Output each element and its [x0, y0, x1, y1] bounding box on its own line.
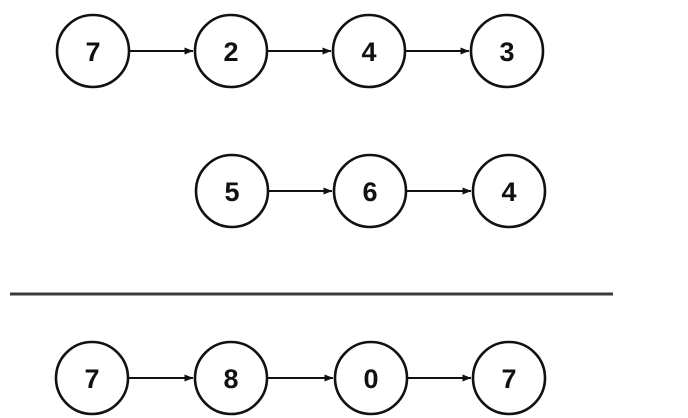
node-circle: [193, 340, 269, 416]
node-circle: [331, 13, 407, 89]
node-value-label: 7: [85, 37, 100, 67]
list-node[interactable]: 7: [54, 340, 130, 416]
list-node[interactable]: 3: [469, 13, 545, 89]
list-node[interactable]: 8: [193, 340, 269, 416]
node-value-label: 0: [363, 364, 378, 394]
list-node[interactable]: 5: [194, 153, 270, 229]
node-value-label: 4: [361, 37, 376, 67]
node-circle: [333, 340, 409, 416]
list-node[interactable]: 6: [332, 153, 408, 229]
nodes-layer: 7 2 4 3 5 6 4 7 8 0 7: [54, 13, 547, 416]
list-node[interactable]: 7: [471, 340, 547, 416]
node-value-label: 6: [362, 177, 377, 207]
node-circle: [194, 153, 270, 229]
list-node[interactable]: 7: [55, 13, 131, 89]
list-node[interactable]: 4: [471, 153, 547, 229]
node-circle: [193, 13, 269, 89]
node-circle: [54, 340, 130, 416]
node-circle: [332, 153, 408, 229]
node-value-label: 3: [499, 37, 514, 67]
edges-layer: [129, 47, 472, 382]
list-node[interactable]: 0: [333, 340, 409, 416]
node-circle: [471, 340, 547, 416]
node-value-label: 5: [224, 177, 239, 207]
node-value-label: 7: [501, 364, 516, 394]
list-node[interactable]: 4: [331, 13, 407, 89]
node-circle: [469, 13, 545, 89]
node-value-label: 7: [84, 364, 99, 394]
node-circle: [55, 13, 131, 89]
node-circle: [471, 153, 547, 229]
node-value-label: 8: [223, 364, 238, 394]
list-node[interactable]: 2: [193, 13, 269, 89]
node-value-label: 2: [223, 37, 238, 67]
node-value-label: 4: [501, 177, 516, 207]
